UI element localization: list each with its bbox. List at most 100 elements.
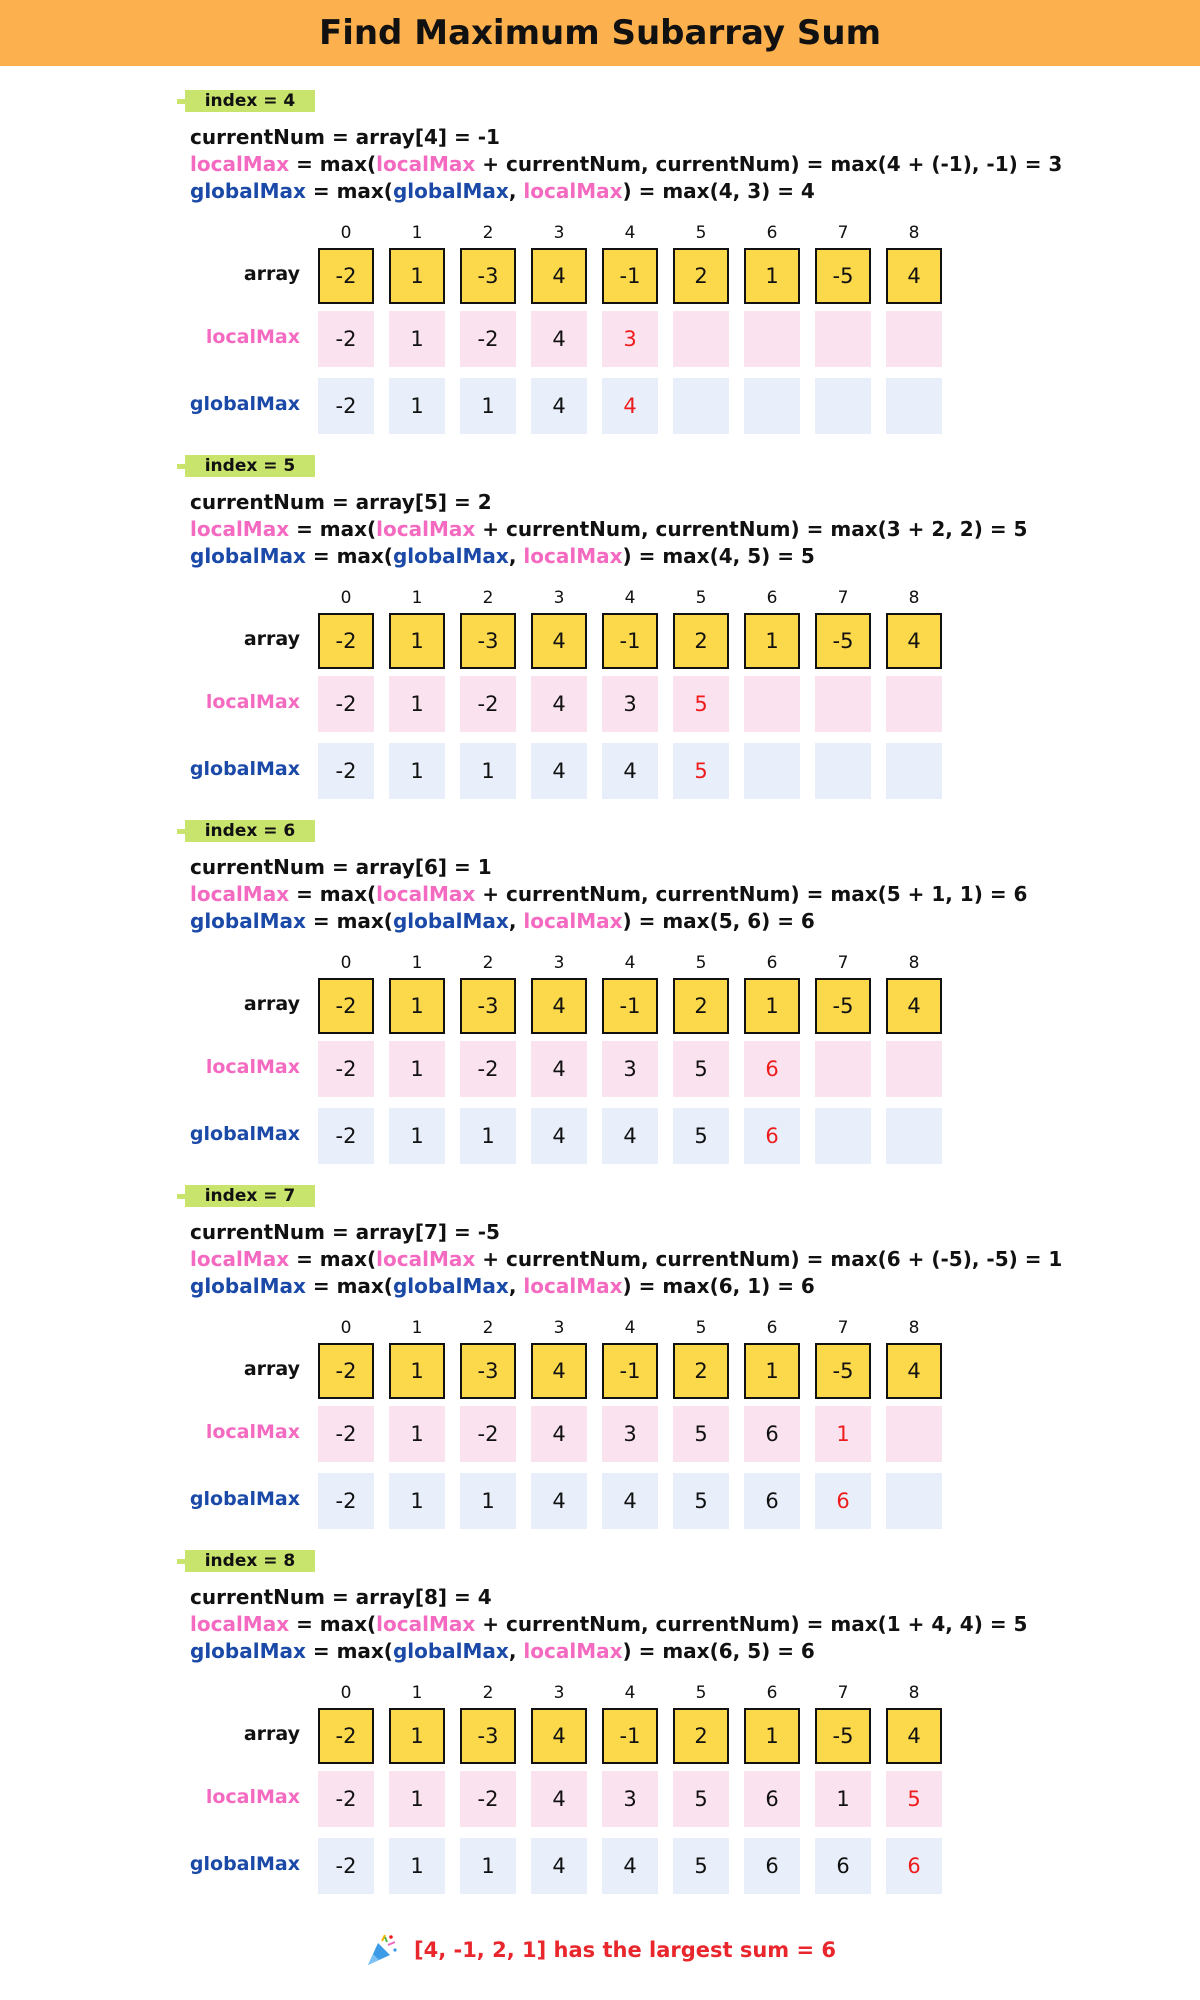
global-max-cell: 4 xyxy=(531,1473,587,1529)
local-max-cell: 1 xyxy=(389,1771,445,1827)
current-num-line: currentNum = array[4] = -1 xyxy=(190,125,500,149)
local-max-cell: 4 xyxy=(531,311,587,367)
local-max-cell: 1 xyxy=(815,1771,871,1827)
local-max-cell: 4 xyxy=(531,1406,587,1462)
column-index: 0 xyxy=(340,223,352,243)
local-max-result: = max(3 + 2, 2) = 5 xyxy=(799,517,1028,541)
column-index: 2 xyxy=(482,588,494,608)
array-cell: -5 xyxy=(815,613,871,669)
array-cell: 2 xyxy=(673,248,729,304)
global-max-result: = max(6, 5) = 6 xyxy=(631,1639,815,1663)
column-index: 6 xyxy=(766,1318,778,1338)
global-max-cell xyxy=(815,378,871,434)
global-max-row-label: globalMax xyxy=(189,1123,300,1145)
local-max-line: localMax = max(localMax + currentNum, cu… xyxy=(190,1246,1062,1273)
local-max-cell: -2 xyxy=(318,1771,374,1827)
local-max-cell: 3 xyxy=(602,1041,658,1097)
local-max-cell: 1 xyxy=(389,1406,445,1462)
column-index: 8 xyxy=(908,1683,920,1703)
local-max-cell: 3 xyxy=(602,1406,658,1462)
local-max-term: localMax xyxy=(190,1247,290,1271)
local-max-cell: -2 xyxy=(318,311,374,367)
local-max-cell: -2 xyxy=(460,1771,516,1827)
global-max-cell: 5 xyxy=(673,1108,729,1164)
local-max-cell: 3 xyxy=(602,676,658,732)
array-cell: -1 xyxy=(602,1708,658,1764)
global-max-row-label: globalMax xyxy=(189,1853,300,1875)
global-max-cell xyxy=(886,743,942,799)
global-max-cell: 5 xyxy=(673,1838,729,1894)
array-cell: 2 xyxy=(673,613,729,669)
array-row-label: array xyxy=(243,993,300,1015)
formula-text: + currentNum, currentNum) xyxy=(475,152,800,176)
formula-text: = max( xyxy=(289,1247,377,1271)
array-cell: -3 xyxy=(460,1343,516,1399)
formula-text: = max( xyxy=(289,882,377,906)
local-max-term: localMax xyxy=(376,1247,476,1271)
local-max-cell: 4 xyxy=(531,1771,587,1827)
local-max-term: localMax xyxy=(376,517,476,541)
local-max-cell: -2 xyxy=(460,1041,516,1097)
local-max-cell: 5 xyxy=(673,676,729,732)
array-cell: 4 xyxy=(531,1343,587,1399)
global-max-cell: 5 xyxy=(673,743,729,799)
conclusion-text: [4, -1, 2, 1] has the largest sum = 6 xyxy=(413,1938,837,1962)
current-num-line: currentNum = array[6] = 1 xyxy=(190,855,492,879)
local-max-line: localMax = max(localMax + currentNum, cu… xyxy=(190,1611,1027,1638)
array-cell: 4 xyxy=(886,978,942,1034)
column-index: 0 xyxy=(340,953,352,973)
local-max-cell xyxy=(886,311,942,367)
column-index: 1 xyxy=(411,588,423,608)
formula-text: + currentNum, currentNum) xyxy=(475,1247,800,1271)
array-cell: 1 xyxy=(389,248,445,304)
global-max-cell: -2 xyxy=(318,1473,374,1529)
column-index: 8 xyxy=(908,1318,920,1338)
step-index-tag: index = 8 xyxy=(177,1550,315,1572)
step-index-tag: index = 5 xyxy=(177,455,315,477)
local-max-cell: 6 xyxy=(744,1406,800,1462)
local-max-cell: 4 xyxy=(531,676,587,732)
global-max-cell xyxy=(886,378,942,434)
formula-text: = max( xyxy=(305,1274,393,1298)
array-cell: -5 xyxy=(815,978,871,1034)
formula-text: ) xyxy=(622,1274,632,1298)
global-max-term: globalMax xyxy=(392,1639,509,1663)
local-max-cell xyxy=(815,1041,871,1097)
global-max-cell: 6 xyxy=(886,1838,942,1894)
column-index: 1 xyxy=(411,953,423,973)
array-cell: -2 xyxy=(318,1708,374,1764)
array-cell: 4 xyxy=(531,978,587,1034)
global-max-result: = max(4, 3) = 4 xyxy=(631,179,815,203)
global-max-cell xyxy=(673,378,729,434)
global-max-term: globalMax xyxy=(392,179,509,203)
column-index: 8 xyxy=(908,588,920,608)
local-max-cell: 1 xyxy=(389,1041,445,1097)
formula-text: = max( xyxy=(289,517,377,541)
array-cell: -5 xyxy=(815,248,871,304)
global-max-cell: -2 xyxy=(318,1838,374,1894)
local-max-cell: 1 xyxy=(389,676,445,732)
formula-text: + currentNum, currentNum) xyxy=(475,1612,800,1636)
formula-text: = max( xyxy=(289,1612,377,1636)
local-max-row-label: localMax xyxy=(205,691,300,713)
column-index: 3 xyxy=(553,588,565,608)
array-cell: -1 xyxy=(602,248,658,304)
local-max-cell xyxy=(744,311,800,367)
column-index: 2 xyxy=(482,1683,494,1703)
local-max-cell: 4 xyxy=(531,1041,587,1097)
global-max-term: globalMax xyxy=(392,544,509,568)
array-row-label: array xyxy=(243,1723,300,1745)
global-max-cell: 6 xyxy=(744,1838,800,1894)
local-max-result: = max(1 + 4, 4) = 5 xyxy=(799,1612,1028,1636)
array-cell: -3 xyxy=(460,1708,516,1764)
column-index: 4 xyxy=(624,223,636,243)
array-cell: 2 xyxy=(673,1343,729,1399)
array-cell: 4 xyxy=(886,613,942,669)
column-index: 3 xyxy=(553,1683,565,1703)
global-max-cell: 4 xyxy=(602,1473,658,1529)
local-max-cell: -2 xyxy=(460,676,516,732)
array-row-label: array xyxy=(243,1358,300,1380)
